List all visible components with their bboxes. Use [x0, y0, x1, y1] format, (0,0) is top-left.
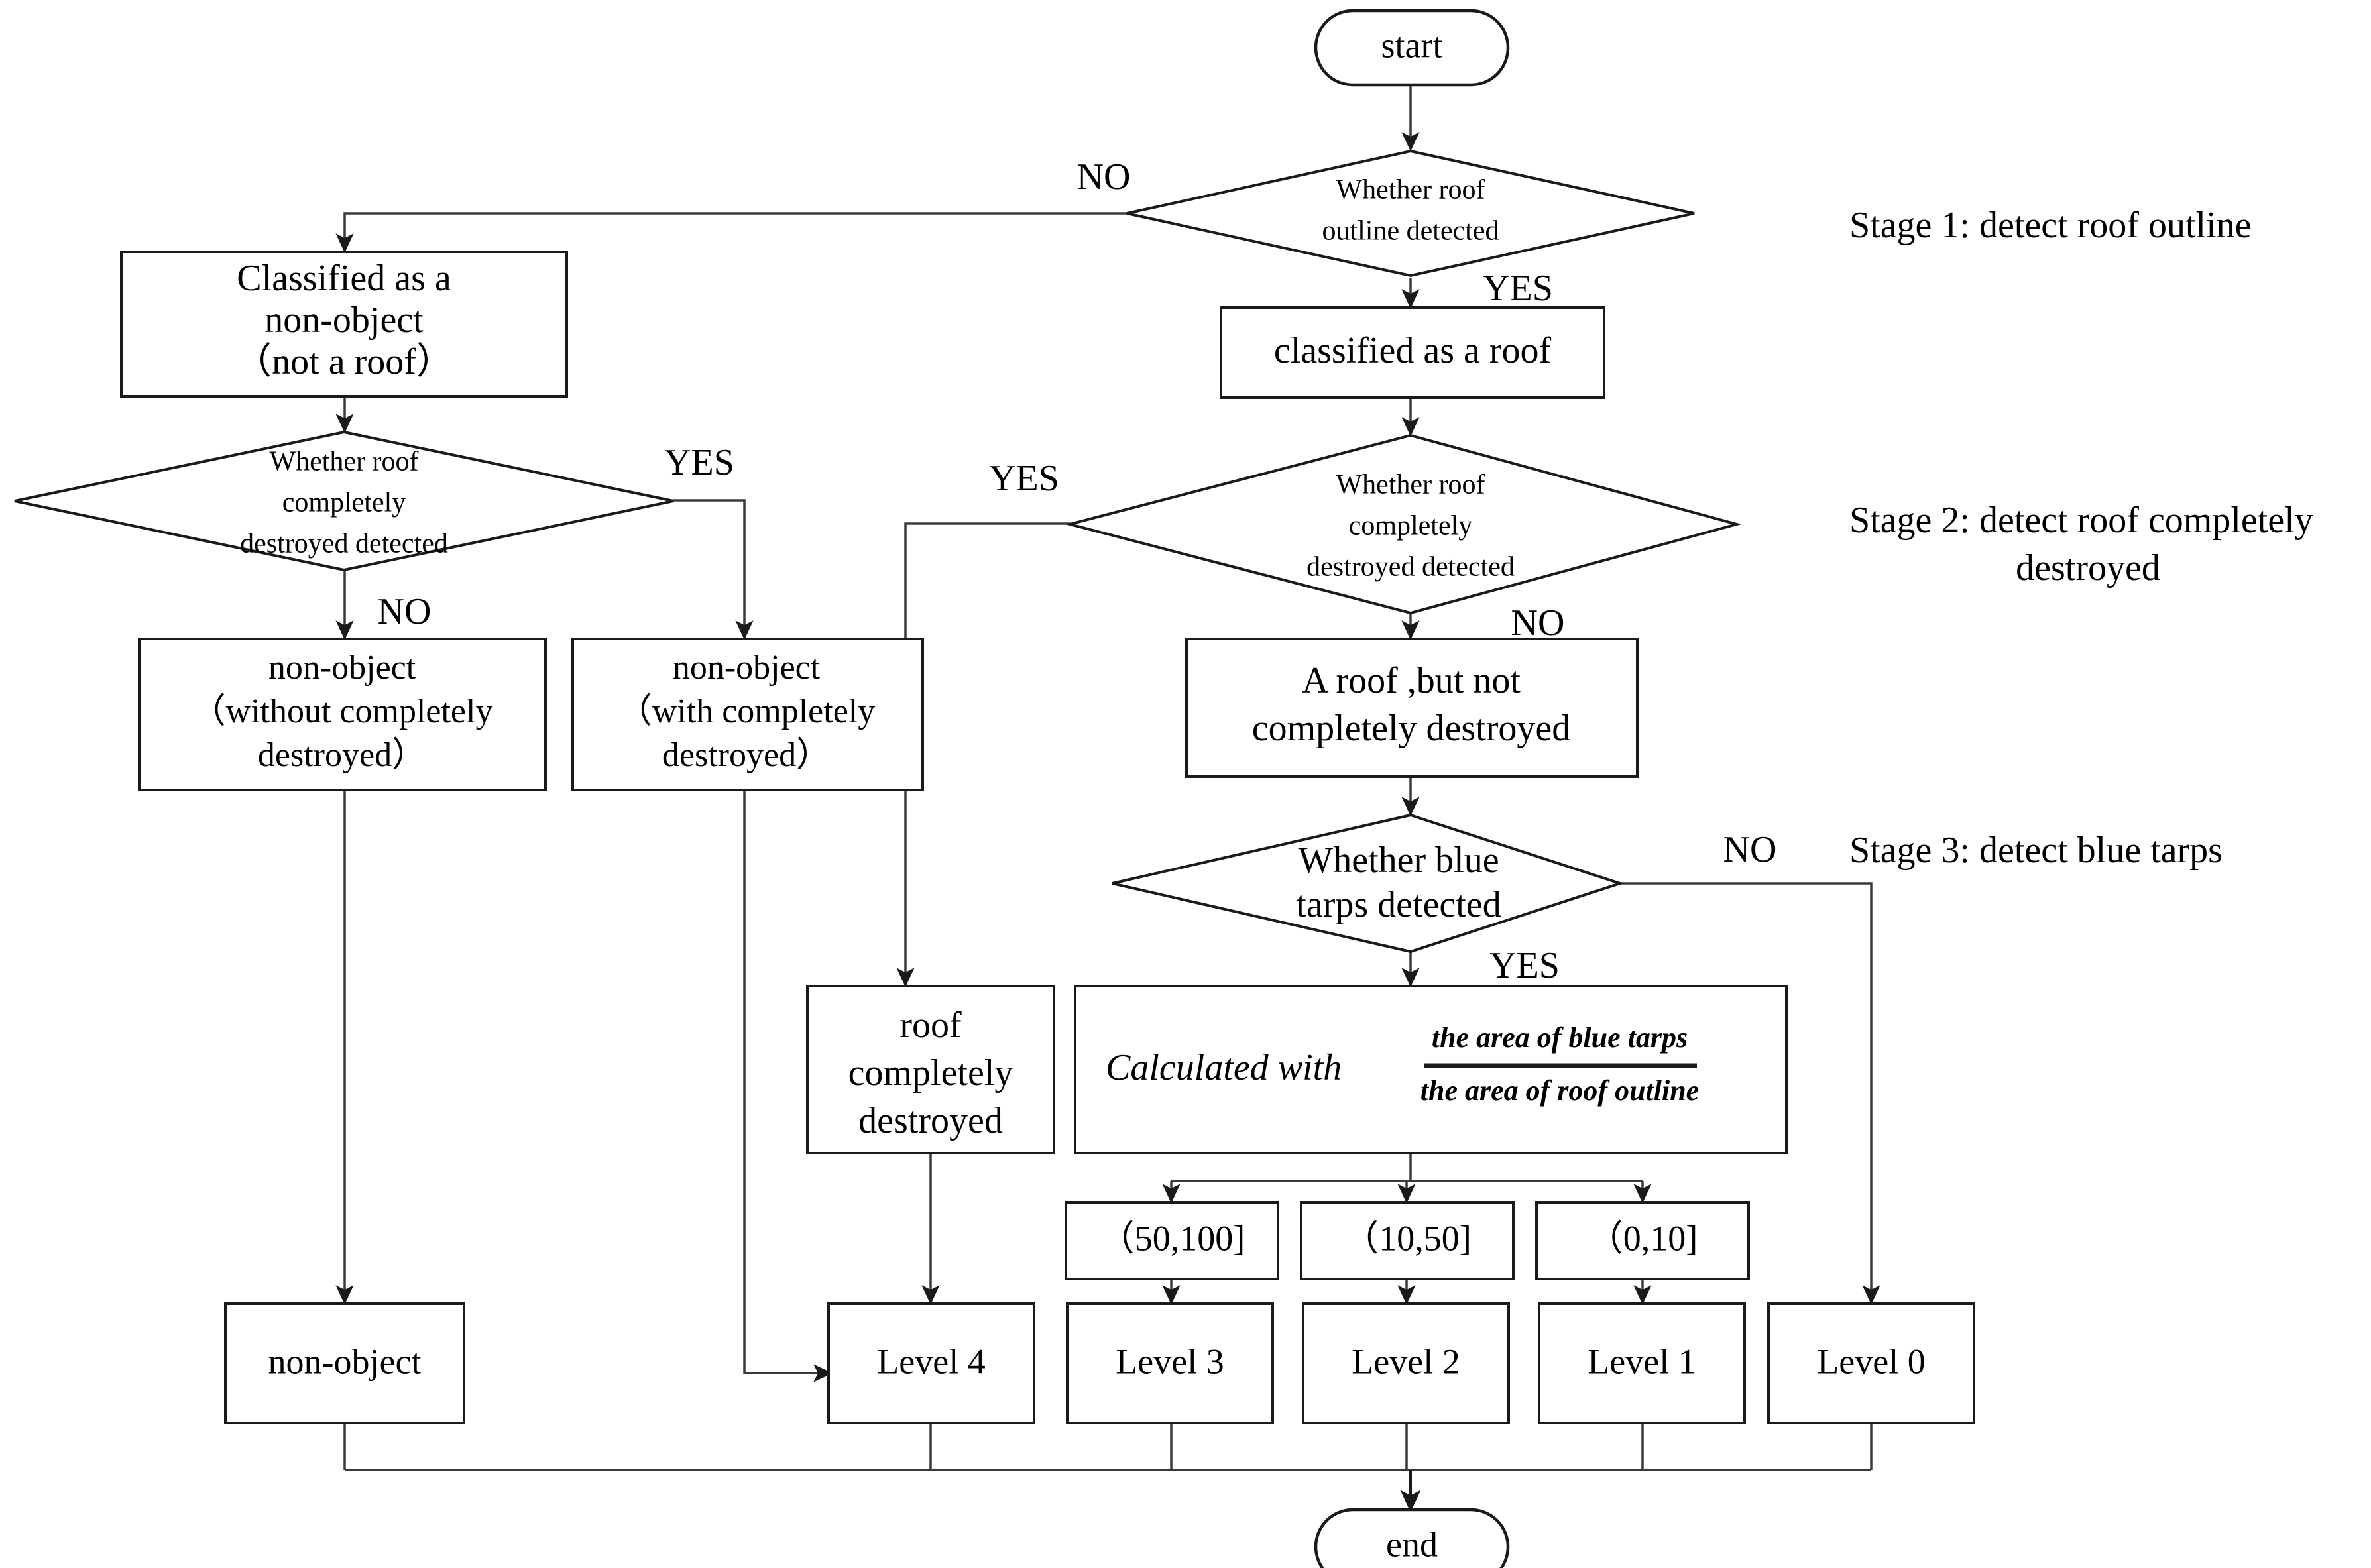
- formula-denominator: the area of roof outline: [1420, 1074, 1699, 1107]
- node-level-2[interactable]: Level 2: [1302, 1302, 1510, 1424]
- formula-numerator: the area of blue tarps: [1432, 1021, 1688, 1054]
- node-roof-not-completely-destroyed[interactable]: A roof ,but not completely destroyed: [1185, 638, 1639, 778]
- edge-outline-no: [335, 212, 1127, 253]
- node-classified-as-roof[interactable]: classified as a roof: [1220, 306, 1605, 399]
- node-level-4[interactable]: Level 4: [827, 1302, 1035, 1424]
- stage-3-label: Stage 3: detect blue tarps: [1849, 830, 2223, 871]
- decision-right-line2: completely: [1349, 511, 1473, 541]
- decision-roof-outline-line1: Whether roof: [1336, 175, 1485, 205]
- edge-with-to-level4: [743, 790, 833, 1382]
- without-destroyed-line3: destroyed）: [258, 736, 426, 774]
- level-label-2: Level 2: [1352, 1341, 1460, 1381]
- level-label-0: Level 0: [1817, 1341, 1925, 1381]
- label-no-left-destroyed: NO: [378, 591, 432, 632]
- node-start[interactable]: start: [1314, 9, 1510, 87]
- node-interval-10-50[interactable]: （10,50]: [1300, 1201, 1515, 1280]
- roof-destroyed-line2: completely: [848, 1052, 1013, 1093]
- aroof-line1: A roof ,but not: [1302, 660, 1521, 701]
- edge-layer: [335, 85, 1880, 1512]
- stage-1-label: Stage 1: detect roof outline: [1849, 205, 2251, 246]
- level-label-4: Level 4: [877, 1341, 985, 1381]
- node-interval-50-100[interactable]: （50,100]: [1065, 1201, 1279, 1280]
- output-non-object-label: non-object: [268, 1341, 422, 1381]
- non-object-notroof-line1: Classified as a: [237, 258, 451, 299]
- stage-annotations: Stage 1: detect roof outline Stage 2: de…: [1849, 205, 2313, 871]
- node-with-completely-destroyed[interactable]: non-object （with completely destroyed）: [571, 638, 924, 791]
- decision-tarps-line2: tarps detected: [1296, 884, 1501, 925]
- non-object-notroof-line3: （not a roof）: [235, 341, 453, 382]
- label-yes-tarps: YES: [1489, 945, 1560, 986]
- node-level-1[interactable]: Level 1: [1538, 1302, 1746, 1424]
- decision-right-line3: destroyed detected: [1306, 552, 1515, 583]
- decision-roof-outline-line2: outline detected: [1322, 216, 1499, 247]
- with-destroyed-line1: non-object: [673, 649, 821, 687]
- node-decision-blue-tarps[interactable]: Whether blue tarps detected: [1112, 813, 1625, 954]
- without-destroyed-line2: （without completely: [192, 693, 493, 730]
- edge-label-layer: NO YES YES NO YES NO YES NO: [378, 156, 1777, 986]
- node-decision-right-destroyed[interactable]: Whether roof completely destroyed detect…: [1065, 433, 1742, 615]
- decision-right-line1: Whether roof: [1336, 470, 1485, 500]
- edge-tarps-no: [1620, 882, 1880, 1305]
- node-decision-roof-outline[interactable]: Whether roof outline detected: [1126, 149, 1695, 278]
- edge-leftdecision-yes: [673, 499, 754, 640]
- without-destroyed-line1: non-object: [268, 649, 416, 687]
- stage-2-label-line1: Stage 2: detect roof completely: [1849, 500, 2313, 541]
- roof-destroyed-line1: roof: [899, 1005, 962, 1046]
- node-output-non-object[interactable]: non-object: [224, 1302, 465, 1424]
- with-destroyed-line3: destroyed）: [662, 736, 831, 774]
- end-label: end: [1386, 1524, 1438, 1564]
- node-end[interactable]: end: [1314, 1508, 1510, 1568]
- roof-destroyed-line3: destroyed: [858, 1100, 1003, 1141]
- label-yes-right-destroyed: YES: [989, 458, 1059, 499]
- interval-label-3: （0,10]: [1588, 1218, 1698, 1258]
- node-level-3[interactable]: Level 3: [1066, 1302, 1274, 1424]
- decision-left-line2: completely: [282, 488, 406, 518]
- node-roof-completely-destroyed[interactable]: roof completely destroyed: [806, 985, 1055, 1154]
- node-level-0[interactable]: Level 0: [1767, 1302, 1975, 1424]
- formula-prefix: Calculated with: [1106, 1047, 1342, 1088]
- node-classified-non-object[interactable]: Classified as a non-object （not a roof）: [120, 251, 568, 398]
- interval-label-1: （50,100]: [1099, 1218, 1245, 1258]
- level-label-1: Level 1: [1588, 1341, 1696, 1381]
- node-decision-left-destroyed[interactable]: Whether roof completely destroyed detect…: [14, 430, 674, 572]
- node-without-completely-destroyed[interactable]: non-object （without completely destroyed…: [138, 638, 547, 791]
- label-no-tarps: NO: [1723, 829, 1777, 870]
- decision-left-line3: destroyed detected: [240, 529, 448, 559]
- with-destroyed-line2: （with completely: [618, 693, 875, 730]
- label-yes-left-destroyed: YES: [664, 442, 734, 483]
- label-no-right-destroyed: NO: [1511, 602, 1565, 644]
- label-no-outline: NO: [1077, 156, 1131, 197]
- edge-rightdecision-yes: [896, 522, 1070, 987]
- start-label: start: [1381, 25, 1443, 65]
- node-interval-0-10[interactable]: （0,10]: [1535, 1201, 1750, 1280]
- node-formula[interactable]: Calculated with the area of blue tarps t…: [1074, 985, 1788, 1154]
- non-object-notroof-line2: non-object: [264, 300, 424, 341]
- label-yes-outline: YES: [1483, 268, 1553, 309]
- decision-left-line1: Whether roof: [269, 447, 418, 477]
- interval-label-2: （10,50]: [1343, 1218, 1471, 1258]
- aroof-line2: completely destroyed: [1252, 708, 1571, 749]
- level-label-3: Level 3: [1116, 1341, 1224, 1381]
- decision-tarps-line1: Whether blue: [1298, 840, 1499, 881]
- classified-roof-label: classified as a roof: [1274, 330, 1552, 371]
- stage-2-label-line2: destroyed: [2016, 547, 2160, 588]
